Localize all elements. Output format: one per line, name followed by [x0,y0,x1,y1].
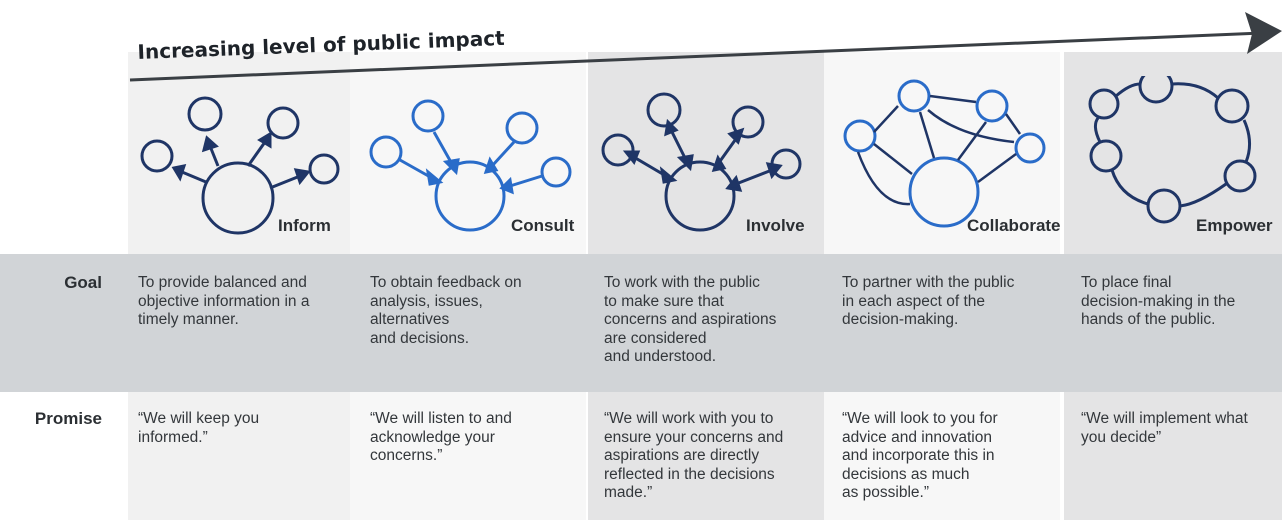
goal-cell-consult: To obtain feedback on analysis, issues, … [370,274,522,347]
promise-cell-inform: “We will keep you informed.” [138,410,260,446]
impact-arrow [129,12,1282,82]
empower-diagram-icon [1088,76,1257,224]
promise-cell-consult: “We will listen to and acknowledge your … [370,410,512,464]
collaborate-diagram-icon [843,79,1046,228]
promise-cell-empower: “We will implement what you decide” [1081,410,1248,446]
goal-cell-involve: To work with the public to make sure tha… [604,274,777,365]
promise-cell-involve: “We will work with you to ensure your co… [604,410,784,501]
stage-label-consult: Consult [511,216,575,235]
stage-label-inform: Inform [278,216,331,235]
goal-cell-empower: To place final decision-making in the ha… [1081,274,1236,328]
goal-row-band [0,254,1282,392]
goal-row-label: Goal [64,273,102,292]
promise-cell-collaborate: “We will look to you for advice and inno… [842,410,998,501]
stage-label-collaborate: Collaborate [967,216,1061,235]
involve-diagram-icon [601,92,802,232]
stage-label-empower: Empower [1196,216,1273,235]
promise-row-label: Promise [34,409,102,428]
stage-label-involve: Involve [746,216,805,235]
goal-cell-inform: To provide balanced and objective inform… [138,274,310,328]
goal-cell-collaborate: To partner with the public in each aspec… [842,274,1015,328]
consult-diagram-icon [369,99,572,232]
inform-diagram-icon [140,96,340,235]
